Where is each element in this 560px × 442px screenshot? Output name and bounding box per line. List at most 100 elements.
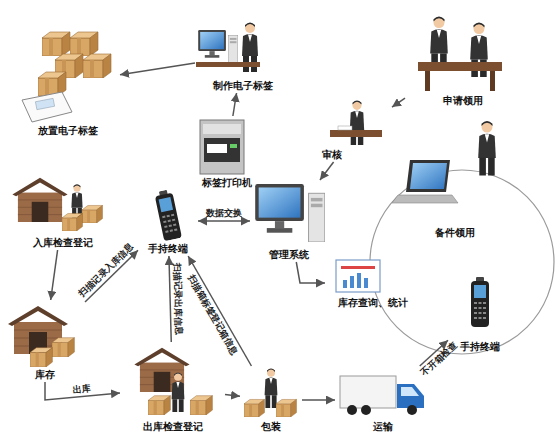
carton-stack-part bbox=[70, 32, 98, 56]
label-printer-part bbox=[200, 120, 244, 174]
flow-arrow bbox=[296, 262, 325, 283]
step-label: 标签打印机 bbox=[202, 177, 252, 190]
carton-stack bbox=[38, 32, 111, 96]
packing-worker-part bbox=[276, 399, 296, 417]
edge-label: 扫描记录出库信息 bbox=[172, 263, 184, 335]
step-label: 管理系统 bbox=[269, 249, 309, 262]
label-printer-part bbox=[204, 138, 240, 162]
reviewer-at-desk-part bbox=[330, 130, 382, 137]
truck-part bbox=[407, 405, 417, 415]
truck-part bbox=[361, 405, 371, 415]
step-label: 审核 bbox=[322, 149, 342, 162]
group-circle bbox=[370, 170, 554, 354]
inventory-report-part bbox=[343, 280, 347, 288]
carton-stack-part bbox=[42, 32, 70, 56]
laptop-user bbox=[392, 121, 496, 203]
illustrated-step: 包装 bbox=[240, 366, 302, 434]
step-label: 库存 bbox=[35, 369, 55, 382]
illustrated-step: 管理系统 bbox=[250, 180, 328, 262]
illustrated-step: 出库检查登记 bbox=[120, 342, 225, 434]
step-label: 手持终端 bbox=[148, 243, 188, 256]
label-printer-part bbox=[207, 144, 227, 153]
packing-worker-part bbox=[244, 399, 264, 417]
illustrated-step: 审核 bbox=[322, 100, 392, 162]
step-label: 手持终端 bbox=[460, 341, 500, 354]
applicants-at-desk-part bbox=[490, 71, 495, 91]
label-maker-workstation-part bbox=[198, 30, 238, 63]
illustrated-step: 库存查询、统计 bbox=[325, 256, 420, 310]
illustrated-step: 申请领用 bbox=[405, 10, 520, 108]
outbound-house-part bbox=[148, 396, 170, 415]
inbound-house bbox=[12, 178, 102, 231]
inbound-house-part bbox=[82, 205, 102, 223]
step-label: 运输 bbox=[373, 421, 393, 434]
storage-house bbox=[8, 306, 74, 367]
flow-arrow bbox=[225, 394, 240, 396]
storage-house-part bbox=[52, 338, 74, 357]
tag-reader-part bbox=[35, 98, 54, 109]
truck-part bbox=[347, 405, 357, 415]
laptop-user-part bbox=[406, 160, 450, 192]
applicants-at-desk bbox=[418, 17, 502, 91]
outbound-house bbox=[134, 348, 212, 415]
label-maker-workstation bbox=[196, 23, 260, 73]
computer bbox=[255, 184, 325, 242]
step-label: 备件领用 bbox=[435, 227, 475, 240]
inbound-house-part bbox=[12, 178, 67, 222]
truck bbox=[340, 376, 424, 415]
truck-part bbox=[340, 376, 396, 408]
applicants-at-desk-part bbox=[425, 71, 430, 91]
flow-arrow bbox=[45, 382, 120, 400]
edge-label: 扫描记录入库信息 bbox=[77, 242, 136, 299]
edge-label: 数据交换 bbox=[206, 208, 242, 218]
step-label: 放置电子标签 bbox=[38, 125, 98, 138]
flow-arrow bbox=[392, 98, 405, 107]
flow-arrow bbox=[169, 256, 171, 342]
illustrated-step: 手持终端 bbox=[448, 268, 512, 354]
applicants-at-desk-part bbox=[418, 62, 502, 71]
flow-arrow bbox=[233, 93, 237, 116]
edge-label: 出库 bbox=[72, 383, 91, 395]
outbound-house-part bbox=[172, 372, 185, 412]
packing-worker-part bbox=[265, 368, 278, 408]
laptop-user-part bbox=[478, 121, 496, 175]
flow-arrow bbox=[320, 162, 334, 180]
tag-reader bbox=[22, 92, 72, 122]
illustrated-step: 备件领用 bbox=[395, 118, 515, 240]
illustrated-step: 制作电子标签 bbox=[195, 18, 290, 93]
flow-arrow bbox=[198, 220, 250, 222]
laptop-user-part bbox=[392, 195, 458, 203]
handheld-terminal bbox=[471, 277, 489, 327]
inventory-report-part bbox=[364, 278, 368, 288]
inventory-report-part bbox=[336, 260, 380, 292]
edge-label: 扫描箱标签登记箱信息 bbox=[186, 273, 240, 356]
reviewer-at-desk-part bbox=[350, 100, 364, 145]
step-label: 包装 bbox=[261, 421, 281, 434]
outbound-house-part bbox=[190, 396, 212, 415]
step-label: 申请领用 bbox=[443, 95, 483, 108]
flow-arrow bbox=[188, 256, 251, 366]
inventory-report-part bbox=[341, 266, 375, 269]
inventory-report bbox=[336, 260, 380, 292]
label-printer bbox=[200, 120, 244, 174]
label-printer-part bbox=[230, 144, 237, 148]
packing-worker bbox=[244, 368, 296, 417]
illustrated-step: 放置电子标签 bbox=[15, 28, 120, 138]
inventory-report-part bbox=[350, 276, 354, 288]
inbound-house-part bbox=[62, 213, 82, 231]
flow-arrow bbox=[120, 63, 195, 75]
handheld-terminal bbox=[154, 189, 182, 242]
flow-arrow bbox=[51, 250, 58, 300]
flow-arrow bbox=[302, 399, 335, 401]
label-maker-workstation-part bbox=[196, 62, 260, 67]
inventory-report-part bbox=[357, 273, 361, 288]
label-printer-part bbox=[203, 124, 241, 134]
truck-part bbox=[401, 387, 419, 396]
tag-reader-part bbox=[22, 92, 72, 122]
storage-house-part bbox=[30, 348, 52, 367]
step-label: 库存查询、统计 bbox=[338, 297, 408, 310]
laptop-user-part bbox=[410, 163, 447, 189]
